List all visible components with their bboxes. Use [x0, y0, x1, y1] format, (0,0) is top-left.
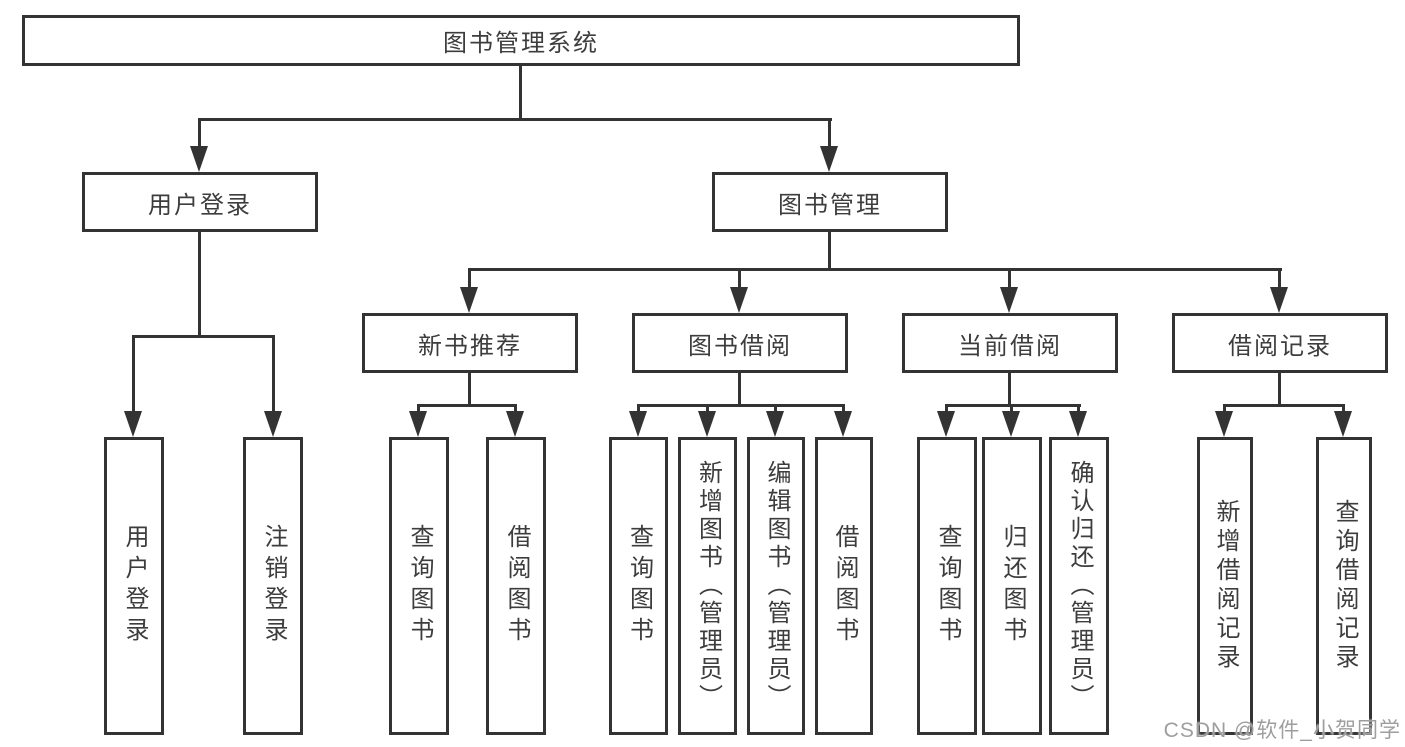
connector-drop-logout-leaf	[272, 335, 275, 411]
leaf-user-login: 用户登录	[104, 437, 164, 735]
arrow-to-borrow-records	[1270, 287, 1288, 313]
arrow-to-book-borrow	[730, 287, 748, 313]
arrow-to-borrow-book-1	[506, 411, 524, 437]
connector-root-stem	[519, 66, 522, 118]
connector-drop-borrow-book-2	[842, 404, 845, 413]
leaf-return-book: 归还图书	[982, 437, 1042, 735]
connector-book-mgmt-stem	[828, 232, 831, 270]
connector-drop-borrow-book-1	[514, 404, 517, 413]
arrow-to-query-book-1	[409, 411, 427, 437]
connector-drop-book-mgmt	[828, 118, 831, 146]
leaf-query-book-1: 查询图书	[389, 437, 449, 735]
arrow-to-confirm-return	[1069, 411, 1087, 437]
arrow-to-query-book-2	[629, 411, 647, 437]
arrow-to-logout-leaf	[264, 411, 282, 437]
connector-borrow-records-branch	[1223, 404, 1345, 407]
connector-new-book-rec-stem	[468, 373, 471, 406]
leaf-logout: 注销登录	[243, 437, 303, 735]
arrow-to-borrow-book-2	[834, 411, 852, 437]
connector-drop-user-login	[198, 118, 201, 146]
arrow-to-add-book	[698, 411, 716, 437]
connector-drop-query-book-3	[945, 404, 948, 413]
leaf-add-book-admin: 新增图书（管理员）	[678, 437, 737, 735]
connector-drop-borrow-records	[1278, 268, 1281, 287]
leaf-confirm-return-admin: 确认归还（管理员）	[1049, 437, 1109, 735]
connector-drop-current-borrow	[1008, 268, 1011, 287]
connector-borrow-records-stem	[1278, 373, 1281, 406]
arrow-to-query-record	[1334, 411, 1352, 437]
node-root-library-system: 图书管理系统	[22, 15, 1020, 66]
leaf-add-borrow-record: 新增借阅记录	[1197, 437, 1253, 735]
connector-drop-book-borrow	[738, 268, 741, 287]
arrow-to-user-login-leaf	[124, 411, 142, 437]
node-new-book-rec: 新书推荐	[362, 313, 578, 373]
connector-book-borrow-stem	[738, 373, 741, 406]
connector-user-login-branch	[132, 335, 275, 338]
connector-drop-new-book-rec	[468, 268, 471, 287]
leaf-borrow-book-1: 借阅图书	[486, 437, 546, 735]
connector-drop-edit-book	[774, 404, 777, 413]
connector-drop-return-book	[1010, 404, 1013, 413]
connector-root-branch	[198, 118, 832, 121]
connector-current-borrow-stem	[1008, 373, 1011, 406]
connector-user-login-stem	[198, 232, 201, 337]
node-book-mgmt: 图书管理	[712, 172, 948, 232]
node-user-login: 用户登录	[82, 172, 318, 232]
node-current-borrow: 当前借阅	[902, 313, 1118, 373]
arrow-to-book-mgmt	[820, 146, 838, 172]
arrow-to-user-login	[190, 146, 208, 172]
arrow-to-new-book-rec	[460, 287, 478, 313]
connector-drop-confirm-return	[1077, 404, 1080, 413]
node-book-borrow: 图书借阅	[632, 313, 848, 373]
arrow-to-return-book	[1002, 411, 1020, 437]
connector-drop-user-login-leaf	[132, 335, 135, 411]
leaf-borrow-book-2: 借阅图书	[815, 437, 873, 735]
connector-drop-add-record	[1223, 404, 1226, 413]
node-borrow-records: 借阅记录	[1172, 313, 1388, 373]
connector-new-book-rec-branch	[417, 404, 517, 407]
leaf-query-book-3: 查询图书	[917, 437, 977, 735]
leaf-edit-book-admin: 编辑图书（管理员）	[747, 437, 805, 735]
arrow-to-add-record	[1215, 411, 1233, 437]
connector-book-mgmt-branch	[468, 268, 1282, 271]
connector-drop-query-book-1	[417, 404, 420, 413]
connector-drop-query-record	[1342, 404, 1345, 413]
connector-drop-query-book-2	[637, 404, 640, 413]
leaf-query-book-2: 查询图书	[609, 437, 668, 735]
leaf-query-borrow-record: 查询借阅记录	[1316, 437, 1372, 735]
csdn-watermark: CSDN @软件_小贺同学	[1163, 719, 1401, 742]
connector-book-borrow-branch	[637, 404, 845, 407]
connector-current-borrow-branch	[945, 404, 1081, 407]
arrow-to-current-borrow	[1000, 287, 1018, 313]
connector-drop-add-book	[706, 404, 709, 413]
arrow-to-edit-book	[766, 411, 784, 437]
arrow-to-query-book-3	[937, 411, 955, 437]
